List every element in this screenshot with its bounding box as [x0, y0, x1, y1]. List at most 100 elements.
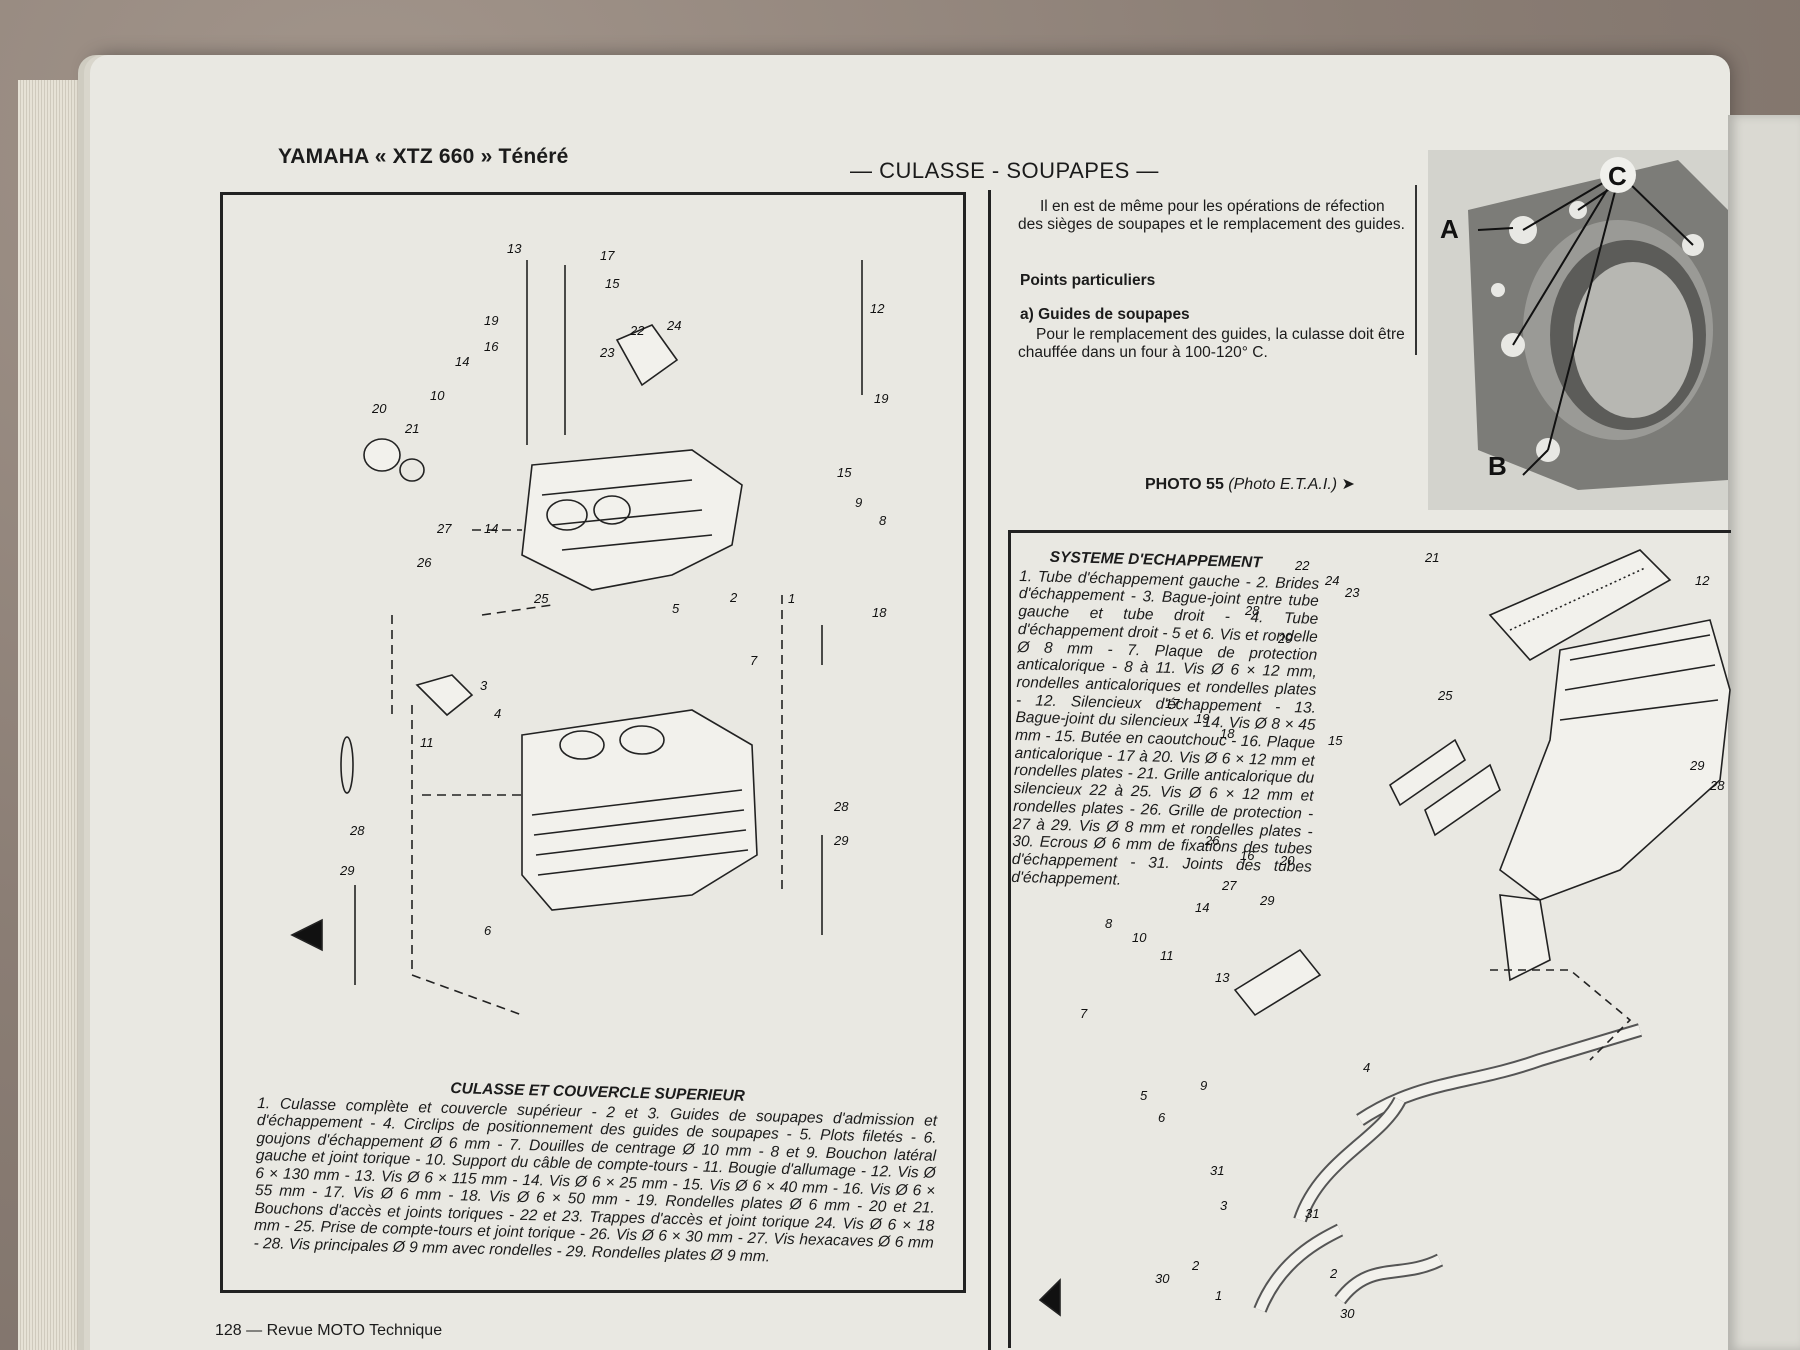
- part-number: 2: [1191, 1258, 1200, 1273]
- photo-caption-credit: (Photo E.T.A.I.): [1228, 476, 1338, 493]
- part-number: 15: [605, 276, 620, 291]
- part-number: 24: [1324, 573, 1339, 588]
- part-number: 28: [1244, 603, 1260, 618]
- part-number: 29: [1277, 631, 1292, 646]
- part-number: 10: [430, 388, 445, 403]
- photo-label-c: C: [1608, 161, 1627, 191]
- part-number: 19: [484, 313, 498, 328]
- part-number: 13: [507, 241, 522, 256]
- cylinder-head-exploded-diagram: 13 17 15 12 19 16 14 22 24 23 20 21 10 1…: [290, 241, 888, 1016]
- part-number: 24: [666, 318, 681, 333]
- part-number: 14: [484, 521, 498, 536]
- part-number: 25: [1437, 688, 1453, 703]
- part-number: 13: [1215, 970, 1230, 985]
- part-number: 10: [1132, 930, 1147, 945]
- part-number: 19: [1195, 711, 1209, 726]
- part-number: 7: [750, 653, 758, 668]
- part-number: 2: [1329, 1266, 1338, 1281]
- part-number: 15: [837, 465, 852, 480]
- exhaust-exploded-diagram: 22 24 23 21 12 28 29 17 19 18 25 15 29 2…: [1038, 549, 1731, 1321]
- part-number: 23: [599, 345, 615, 360]
- part-number: 30: [1155, 1271, 1170, 1286]
- part-number: 8: [1105, 916, 1113, 931]
- part-number: 22: [629, 323, 645, 338]
- part-number: 6: [1158, 1110, 1166, 1125]
- part-number: 19: [874, 391, 888, 406]
- photo-caption-arrow: ➤: [1341, 476, 1355, 493]
- part-number: 30: [1340, 1306, 1355, 1321]
- cylinder-head-diagram-frame: [220, 192, 966, 1293]
- photo-label-b: B: [1488, 451, 1507, 481]
- photo-label-a: A: [1440, 214, 1459, 244]
- photo-labels: A B C: [1440, 161, 1627, 481]
- facing-page-edge: [1728, 115, 1800, 1350]
- cylinder-head-caption: CULASSE ET COUVERCLE SUPERIEUR 1. Culass…: [253, 1075, 937, 1270]
- part-number: 6: [484, 923, 492, 938]
- part-number: 20: [371, 401, 387, 416]
- photo-cylinder: [1428, 150, 1728, 510]
- part-number: 7: [1080, 1006, 1088, 1021]
- part-number: 27: [436, 521, 452, 536]
- part-number: 4: [494, 706, 501, 721]
- subsection-title: a) Guides de soupapes: [1020, 306, 1190, 323]
- cylinder-head-caption-text: 1. Culasse complète et couvercle supérie…: [253, 1094, 938, 1265]
- part-number: 27: [1221, 878, 1237, 893]
- part-number: 9: [855, 495, 862, 510]
- part-number: 16: [484, 339, 499, 354]
- part-number: 28: [833, 799, 849, 814]
- part-number: 8: [879, 513, 887, 528]
- part-number: 1: [1215, 1288, 1222, 1303]
- part-number: 28: [1709, 778, 1725, 793]
- part-number: 11: [1160, 948, 1174, 963]
- part-number: 5: [672, 601, 680, 616]
- part-number: 5: [1140, 1088, 1148, 1103]
- page-header-right: — CULASSE - SOUPAPES —: [850, 158, 1159, 183]
- part-number: 3: [1220, 1198, 1228, 1213]
- part-number: 12: [1695, 573, 1710, 588]
- intro-paragraph: Il en est de même pour les opérations de…: [1018, 198, 1405, 233]
- part-number: 17: [1165, 696, 1180, 711]
- part-number: 9: [1200, 1078, 1207, 1093]
- part-number: 16: [1240, 848, 1255, 863]
- part-number: 3: [480, 678, 488, 693]
- section-title: Points particuliers: [1020, 272, 1156, 289]
- photo-cylinder-illustration: [1428, 150, 1728, 510]
- right-part-numbers: 22 24 23 21 12 28 29 17 19 18 25 15 29 2…: [1080, 550, 1725, 1321]
- photo-divider: [1415, 185, 1417, 355]
- part-number: 26: [1204, 833, 1220, 848]
- part-number: 15: [1328, 733, 1343, 748]
- photo-caption-number: PHOTO 55: [1145, 476, 1224, 493]
- part-number: 26: [416, 555, 432, 570]
- part-number: 4: [1363, 1060, 1370, 1075]
- part-number: 29: [833, 833, 848, 848]
- part-number: 28: [349, 823, 365, 838]
- part-number: 29: [339, 863, 354, 878]
- column-divider: [988, 190, 991, 1350]
- left-part-numbers: 13 17 15 12 19 16 14 22 24 23 20 21 10 1…: [339, 241, 888, 938]
- page-footer: 128 — Revue MOTO Technique: [215, 1322, 443, 1339]
- part-number: 1: [788, 591, 795, 606]
- part-number: 29: [1689, 758, 1704, 773]
- part-number: 14: [455, 354, 469, 369]
- part-number: 2: [729, 590, 738, 605]
- part-number: 11: [420, 735, 434, 750]
- part-number: 23: [1344, 585, 1360, 600]
- part-number: 12: [870, 301, 885, 316]
- part-number: 21: [1424, 550, 1439, 565]
- part-number: 31: [1305, 1206, 1319, 1221]
- page-stack-edge: [18, 80, 92, 1350]
- part-number: 22: [1294, 558, 1310, 573]
- exhaust-diagram-frame: [1008, 530, 1731, 1348]
- part-number: 18: [1220, 726, 1235, 741]
- part-number: 14: [1195, 900, 1209, 915]
- part-number: 20: [1279, 853, 1295, 868]
- part-number: 29: [1259, 893, 1274, 908]
- part-number: 21: [404, 421, 419, 436]
- part-number: 17: [600, 248, 615, 263]
- photo-caption: PHOTO 55 (Photo E.T.A.I.) ➤: [1145, 474, 1355, 494]
- page-header-left: YAMAHA « XTZ 660 » Ténéré: [278, 145, 569, 168]
- part-number: 25: [533, 591, 549, 606]
- part-number: 18: [872, 605, 887, 620]
- valve-guide-paragraph: Pour le remplacement des guides, la cula…: [1018, 326, 1405, 361]
- part-number: 31: [1210, 1163, 1224, 1178]
